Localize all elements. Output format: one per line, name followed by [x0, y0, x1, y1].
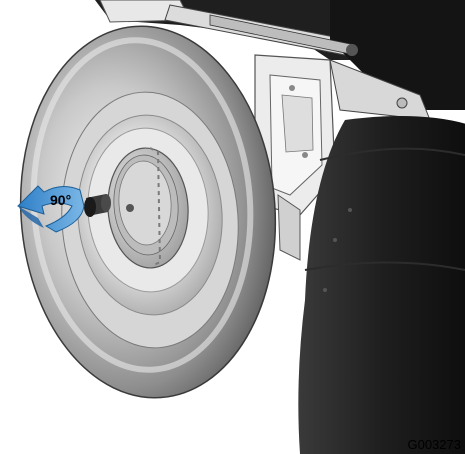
release-knob	[84, 194, 111, 217]
black-housing	[298, 116, 465, 454]
figure-id: G003273	[407, 437, 462, 452]
wheel-hub	[107, 147, 189, 269]
frame-structure	[95, 0, 465, 261]
rotation-angle-label: 90°	[50, 192, 71, 208]
rotation-arrow-icon	[17, 185, 85, 233]
